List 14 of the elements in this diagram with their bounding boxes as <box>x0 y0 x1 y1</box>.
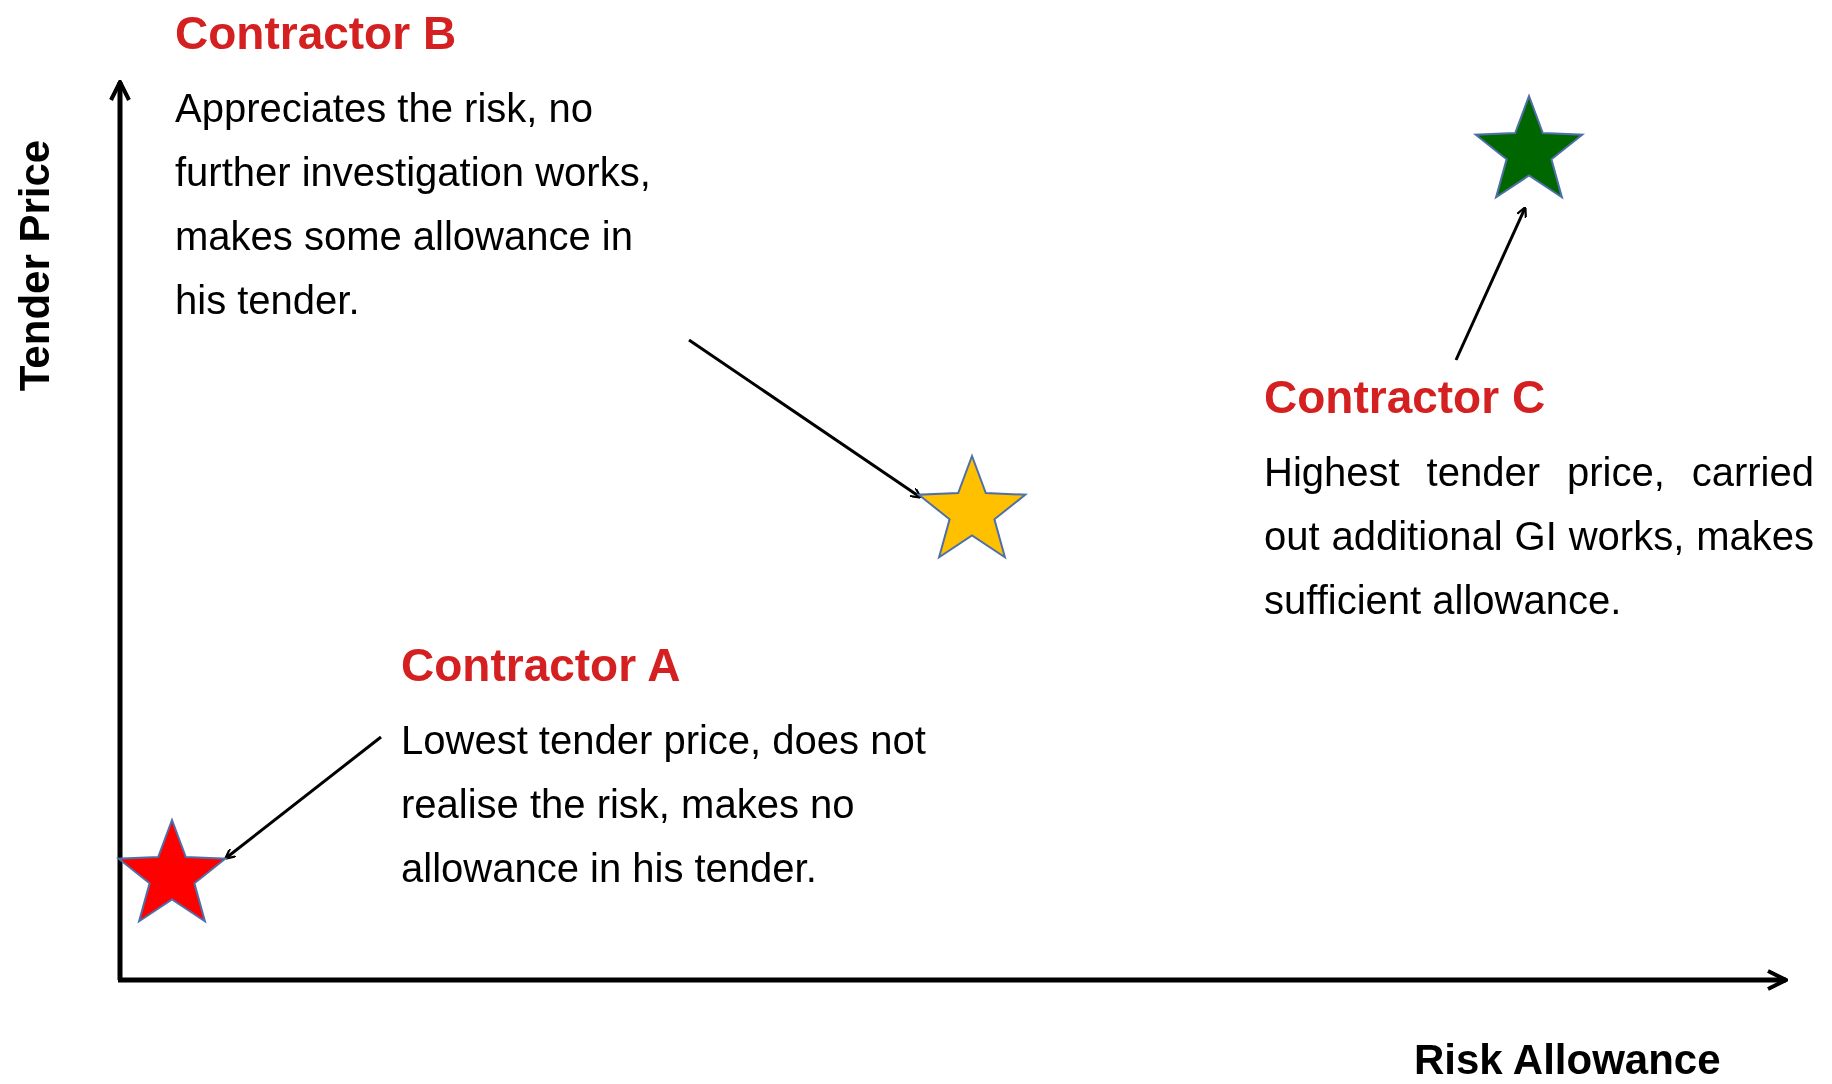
heading: Contractor C <box>1264 370 1547 425</box>
description: Appreciates the risk, no further investigation works, makes some allowance in his tender. <box>175 85 652 324</box>
axis-label: Tender Price <box>10 139 60 391</box>
heading: Contractor B <box>175 6 458 61</box>
arrow <box>688 338 922 499</box>
heading: Contractor A <box>401 638 682 693</box>
arrow <box>224 735 382 860</box>
star <box>916 453 1028 560</box>
axis-label: Risk Allowance <box>1414 1036 1721 1084</box>
arrow <box>1454 206 1527 361</box>
description: Lowest tender price, does not realise the risk, makes no allowance in his tender. <box>401 717 927 892</box>
star <box>116 817 228 924</box>
star <box>1473 93 1585 200</box>
description: Highest tender price, carried out additional GI works, makes sufficient allowance. <box>1264 449 1814 624</box>
